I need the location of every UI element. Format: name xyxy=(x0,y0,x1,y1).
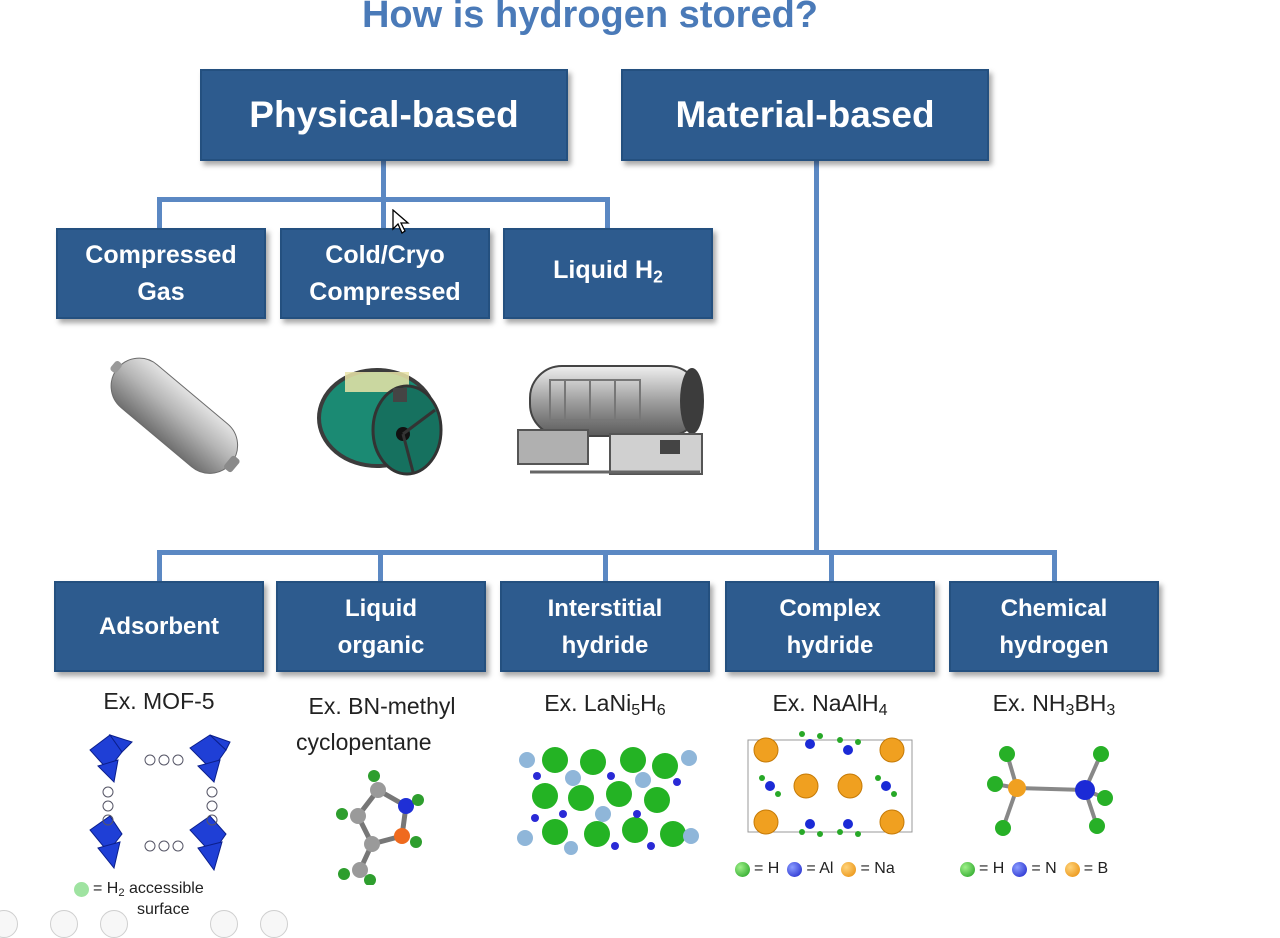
box-adsorbent: Adsorbent xyxy=(54,581,264,672)
box-chemical-line1: Chemical xyxy=(1000,594,1108,622)
previous-slide-button[interactable] xyxy=(0,910,18,938)
box-complex-line2: hydride xyxy=(786,631,874,659)
box-physical-based-label: Physical-based xyxy=(249,94,519,135)
box-complex-hydride: Complex hydride xyxy=(725,581,935,672)
box-liquid-h2-label: Liquid H2 xyxy=(553,255,663,287)
menu-button[interactable] xyxy=(210,910,238,938)
sodium-dot-icon xyxy=(841,861,857,877)
example-bn-methyl: Ex. BN-methyl cyclopentane xyxy=(270,688,494,760)
connector-material-drop-1 xyxy=(157,550,162,582)
box-material-based: Material-based xyxy=(621,69,989,161)
box-compressed-gas-line2: Gas xyxy=(137,277,185,306)
naalh4-legend: = H = Al = Na xyxy=(735,860,895,878)
lani5h6-lattice-image xyxy=(517,747,699,855)
mof5-legend-line2: surface xyxy=(137,901,190,918)
nh3bh3-legend: = H = N = B xyxy=(960,860,1108,878)
pen-tool-button[interactable] xyxy=(100,910,128,938)
box-cold-cryo-line2: Compressed xyxy=(309,277,461,306)
box-compressed-gas-line1: Compressed xyxy=(85,240,237,269)
aluminum-dot-icon xyxy=(787,861,803,877)
box-liquid-organic-line2: organic xyxy=(337,631,425,659)
legend-na-item: = Na xyxy=(841,860,895,878)
nitrogen-dot-icon xyxy=(1012,861,1028,877)
next-slide-button[interactable] xyxy=(50,910,78,938)
box-interstitial-line2: hydride xyxy=(561,631,649,659)
box-interstitial-hydride: Interstitial hydride xyxy=(500,581,710,672)
bn-methyl-molecule-image xyxy=(336,770,424,885)
mof5-legend: = H2 accessible xyxy=(74,880,204,899)
mof5-legend-text: = H2 accessible xyxy=(93,880,204,899)
hydrogen-dot-icon xyxy=(735,861,750,877)
connector-material-drop-2 xyxy=(378,550,383,582)
connector-physical-drop-2 xyxy=(381,197,386,229)
box-compressed-gas: Compressed Gas xyxy=(56,228,266,319)
example-lani5h6: Ex. LaNi5H6 xyxy=(544,690,666,720)
boron-dot-icon xyxy=(1064,861,1080,877)
box-chemical-line2: hydrogen xyxy=(999,631,1109,659)
legend-b-item: = B xyxy=(1064,860,1108,878)
legend-h-item: = H xyxy=(735,860,779,878)
zoom-button[interactable] xyxy=(260,910,288,938)
naalh4-structure-image xyxy=(747,731,913,837)
page-title: How is hydrogen stored? xyxy=(361,0,819,36)
box-physical-based: Physical-based xyxy=(200,69,568,161)
connector-material-drop-3 xyxy=(603,550,608,582)
box-liquid-organic-line1: Liquid xyxy=(345,594,417,622)
example-mof5: Ex. MOF-5 xyxy=(103,688,215,714)
connector-physical-drop-3 xyxy=(605,197,610,229)
connector-material-drop-5 xyxy=(1052,550,1057,582)
box-complex-line1: Complex xyxy=(779,594,881,622)
mof5-structure-image xyxy=(89,734,231,872)
box-liquid-h2: Liquid H2 xyxy=(503,228,713,319)
box-cold-cryo-line1: Cold/Cryo xyxy=(325,240,445,269)
legend-n-item: = N xyxy=(1012,860,1057,878)
example-naalh4: Ex. NaAlH4 xyxy=(772,690,888,720)
box-liquid-organic: Liquid organic xyxy=(276,581,486,672)
legend-h-item-2: = H xyxy=(960,860,1004,878)
h2-surface-dot-icon xyxy=(74,881,89,897)
liquid-h2-tank-image xyxy=(517,365,704,475)
legend-al-item: = Al xyxy=(787,860,833,878)
compressed-gas-tank-image xyxy=(110,357,240,474)
example-bn-methyl-line2: cyclopentane xyxy=(296,729,432,755)
box-adsorbent-label: Adsorbent xyxy=(99,613,219,640)
nh3bh3-molecule-image xyxy=(987,746,1113,836)
box-cold-cryo-compressed: Cold/Cryo Compressed xyxy=(280,228,490,319)
box-chemical-hydrogen: Chemical hydrogen xyxy=(949,581,1159,672)
box-material-based-label: Material-based xyxy=(675,94,935,135)
cryo-compressed-tank-image xyxy=(317,368,443,476)
connector-physical-drop-1 xyxy=(157,197,162,229)
example-nh3bh3: Ex. NH3BH3 xyxy=(992,690,1116,720)
box-interstitial-line1: Interstitial xyxy=(547,594,663,622)
mouse-cursor-icon xyxy=(392,209,410,234)
connector-material-vertical xyxy=(814,160,819,555)
example-bn-methyl-line1: Ex. BN-methyl xyxy=(308,693,456,719)
connector-physical-vertical xyxy=(381,160,386,202)
connector-material-drop-4 xyxy=(829,550,834,582)
hydrogen-dot-icon xyxy=(960,861,975,877)
